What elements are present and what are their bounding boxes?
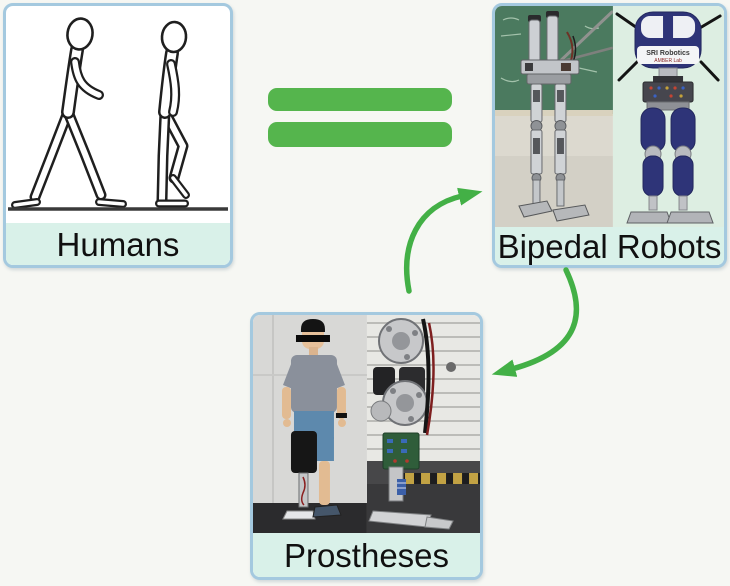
node-humans: Humans	[3, 3, 233, 268]
node-prostheses: Prostheses	[250, 312, 483, 580]
walking-humans-drawing	[8, 17, 228, 211]
node-prostheses-label: Prostheses	[253, 533, 480, 577]
robots-photos: SRI Robotics AMBER Lab	[495, 6, 724, 227]
node-bipedal-robots-label: Bipedal Robots	[495, 227, 724, 265]
person-figure	[281, 319, 347, 520]
amber-robot-photo	[495, 6, 613, 227]
robot-head-brand-text: SRI Robotics	[646, 50, 690, 57]
amber-robot-figure	[518, 11, 590, 222]
node-humans-label: Humans	[6, 223, 230, 265]
robot-head-lab-text: AMBER Lab	[654, 58, 682, 64]
mechanism-figure	[368, 318, 454, 530]
eye-censor-bar	[295, 335, 330, 342]
prosthesis-mechanism-photo	[366, 315, 480, 533]
sneaker	[312, 504, 342, 518]
wrist-watch	[335, 413, 347, 418]
chalk-scribbles	[500, 17, 600, 83]
prostheses-photos	[253, 315, 480, 533]
support-boom	[553, 10, 613, 68]
prosthetic-foot	[282, 510, 316, 520]
walking-figure-2	[155, 20, 190, 208]
arrow-robots-to-prostheses	[491, 267, 580, 377]
prosthesis-socket	[290, 431, 317, 473]
durus-robot-photo: SRI Robotics AMBER Lab	[612, 6, 724, 227]
equals-bar-bottom	[268, 122, 452, 147]
humans-drawing-area	[6, 6, 230, 223]
ankle-spring	[396, 479, 406, 495]
prosthesis-user-photo	[253, 315, 367, 533]
node-bipedal-robots: SRI Robotics AMBER Lab	[492, 3, 727, 268]
walking-figure-1	[11, 17, 127, 209]
arrow-prostheses-to-robots	[403, 187, 483, 294]
durus-robot-figure: SRI Robotics AMBER Lab	[626, 11, 714, 224]
equals-bar-top	[268, 88, 452, 111]
